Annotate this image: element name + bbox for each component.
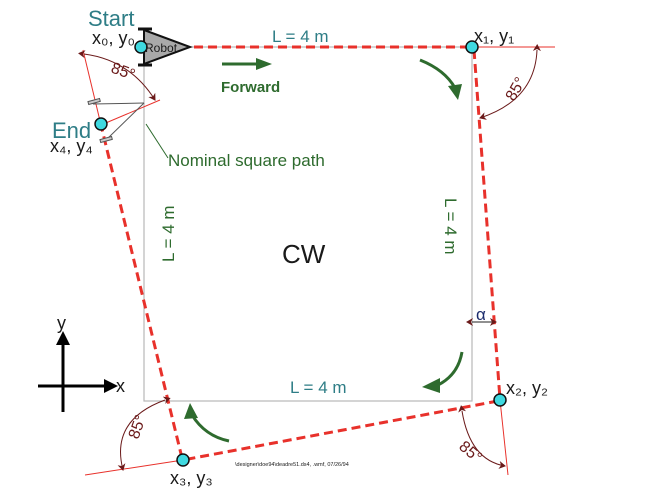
alpha-label: α xyxy=(476,305,486,324)
coordinate-axes xyxy=(38,345,105,412)
angle-arc-1 xyxy=(479,44,541,120)
corner-label-c0: x₀, y₀ xyxy=(92,28,135,48)
corner-label-c1: x₁, y₁ xyxy=(474,26,514,46)
y-axis-arrow-icon xyxy=(56,331,70,345)
corner-label-c2: x₂, y₂ xyxy=(506,378,548,398)
angle-arcs xyxy=(78,44,541,471)
path-leg-2 xyxy=(472,49,502,400)
angle-arc-3 xyxy=(117,396,171,471)
corner-label-c4: x₄, y₄ xyxy=(50,136,93,156)
robot-label: Robot xyxy=(145,41,178,55)
corner-markers xyxy=(94,40,507,467)
angle-label-2: 85° xyxy=(455,438,484,467)
marker-c1 xyxy=(465,40,479,54)
nominal-pointer xyxy=(145,123,169,159)
start-label: Start xyxy=(88,6,134,31)
nominal-square-path xyxy=(143,46,473,402)
end-pose-lines xyxy=(87,97,145,144)
forward-label: Forward xyxy=(221,79,280,96)
angle-arc-start xyxy=(78,50,156,101)
turn-arrow-1 xyxy=(419,58,457,89)
side-top-label: L = 4 m xyxy=(272,27,329,46)
marker-c0 xyxy=(134,40,148,54)
turn-arrow-3 xyxy=(190,414,230,443)
angle-label-3: 85° xyxy=(126,413,150,442)
side-right-label: L = 4 m xyxy=(441,198,460,255)
side-bottom-label: L = 4 m xyxy=(290,378,347,397)
axis-x-label: x xyxy=(116,376,125,396)
angle-label-1: 85° xyxy=(503,75,530,104)
angle-label-start: 85° xyxy=(109,60,138,84)
arrow-heads xyxy=(184,58,462,419)
corner-label-c3: x₃, y₃ xyxy=(170,468,213,488)
cw-label: CW xyxy=(282,239,326,269)
marker-c3 xyxy=(176,453,190,467)
nominal-path-label: Nominal square path xyxy=(168,151,325,170)
path-leg-4 xyxy=(99,124,184,459)
turn-arrow-2 xyxy=(437,351,464,387)
marker-c2 xyxy=(493,393,507,407)
marker-c4 xyxy=(94,117,108,131)
side-left-label: L = 4 m xyxy=(159,205,178,262)
angle-arc-2 xyxy=(458,405,506,469)
path-leg-3 xyxy=(182,399,499,462)
axis-y-label: y xyxy=(57,313,66,333)
footer-file-info: \designer\doe94\deadre51.ds4, .wmf, 07/2… xyxy=(235,462,349,468)
end-label: End xyxy=(52,118,91,143)
direction-arrows xyxy=(145,58,464,443)
x-axis-arrow-icon xyxy=(104,379,118,393)
